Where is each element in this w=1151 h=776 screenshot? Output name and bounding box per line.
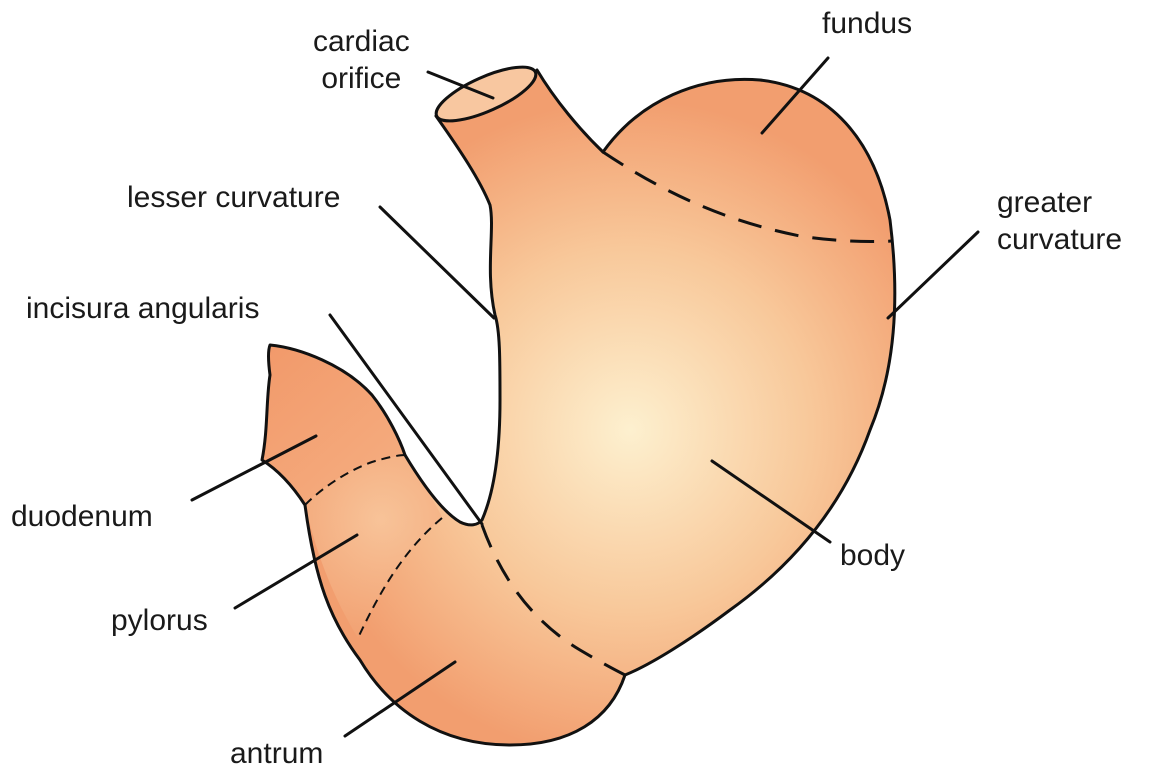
label-lesser-curvature: lesser curvature (127, 180, 340, 217)
label-incisura-angularis-text: incisura angularis (26, 291, 259, 328)
label-antrum: antrum (230, 736, 323, 773)
label-cardiac-orifice-line2: orifice (313, 61, 410, 98)
label-greater-curvature-line1: greater (997, 185, 1122, 222)
label-fundus: fundus (822, 6, 912, 43)
label-pylorus-text: pylorus (111, 603, 208, 640)
label-body-text: body (840, 538, 905, 575)
label-duodenum-text: duodenum (11, 499, 153, 536)
lesser-curvature-leader (380, 207, 494, 318)
label-cardiac-orifice: cardiac orifice (313, 24, 410, 97)
label-greater-curvature-line2: curvature (997, 222, 1122, 259)
label-cardiac-orifice-line1: cardiac (313, 24, 410, 61)
label-lesser-curvature-text: lesser curvature (127, 180, 340, 217)
label-incisura-angularis: incisura angularis (26, 291, 259, 328)
label-fundus-text: fundus (822, 6, 912, 43)
label-antrum-text: antrum (230, 736, 323, 773)
label-greater-curvature: greater curvature (997, 185, 1122, 258)
stomach-body-shape (305, 70, 895, 745)
label-body: body (840, 538, 905, 575)
label-pylorus: pylorus (111, 603, 208, 640)
greater-curvature-leader (888, 232, 978, 318)
label-duodenum: duodenum (11, 499, 153, 536)
